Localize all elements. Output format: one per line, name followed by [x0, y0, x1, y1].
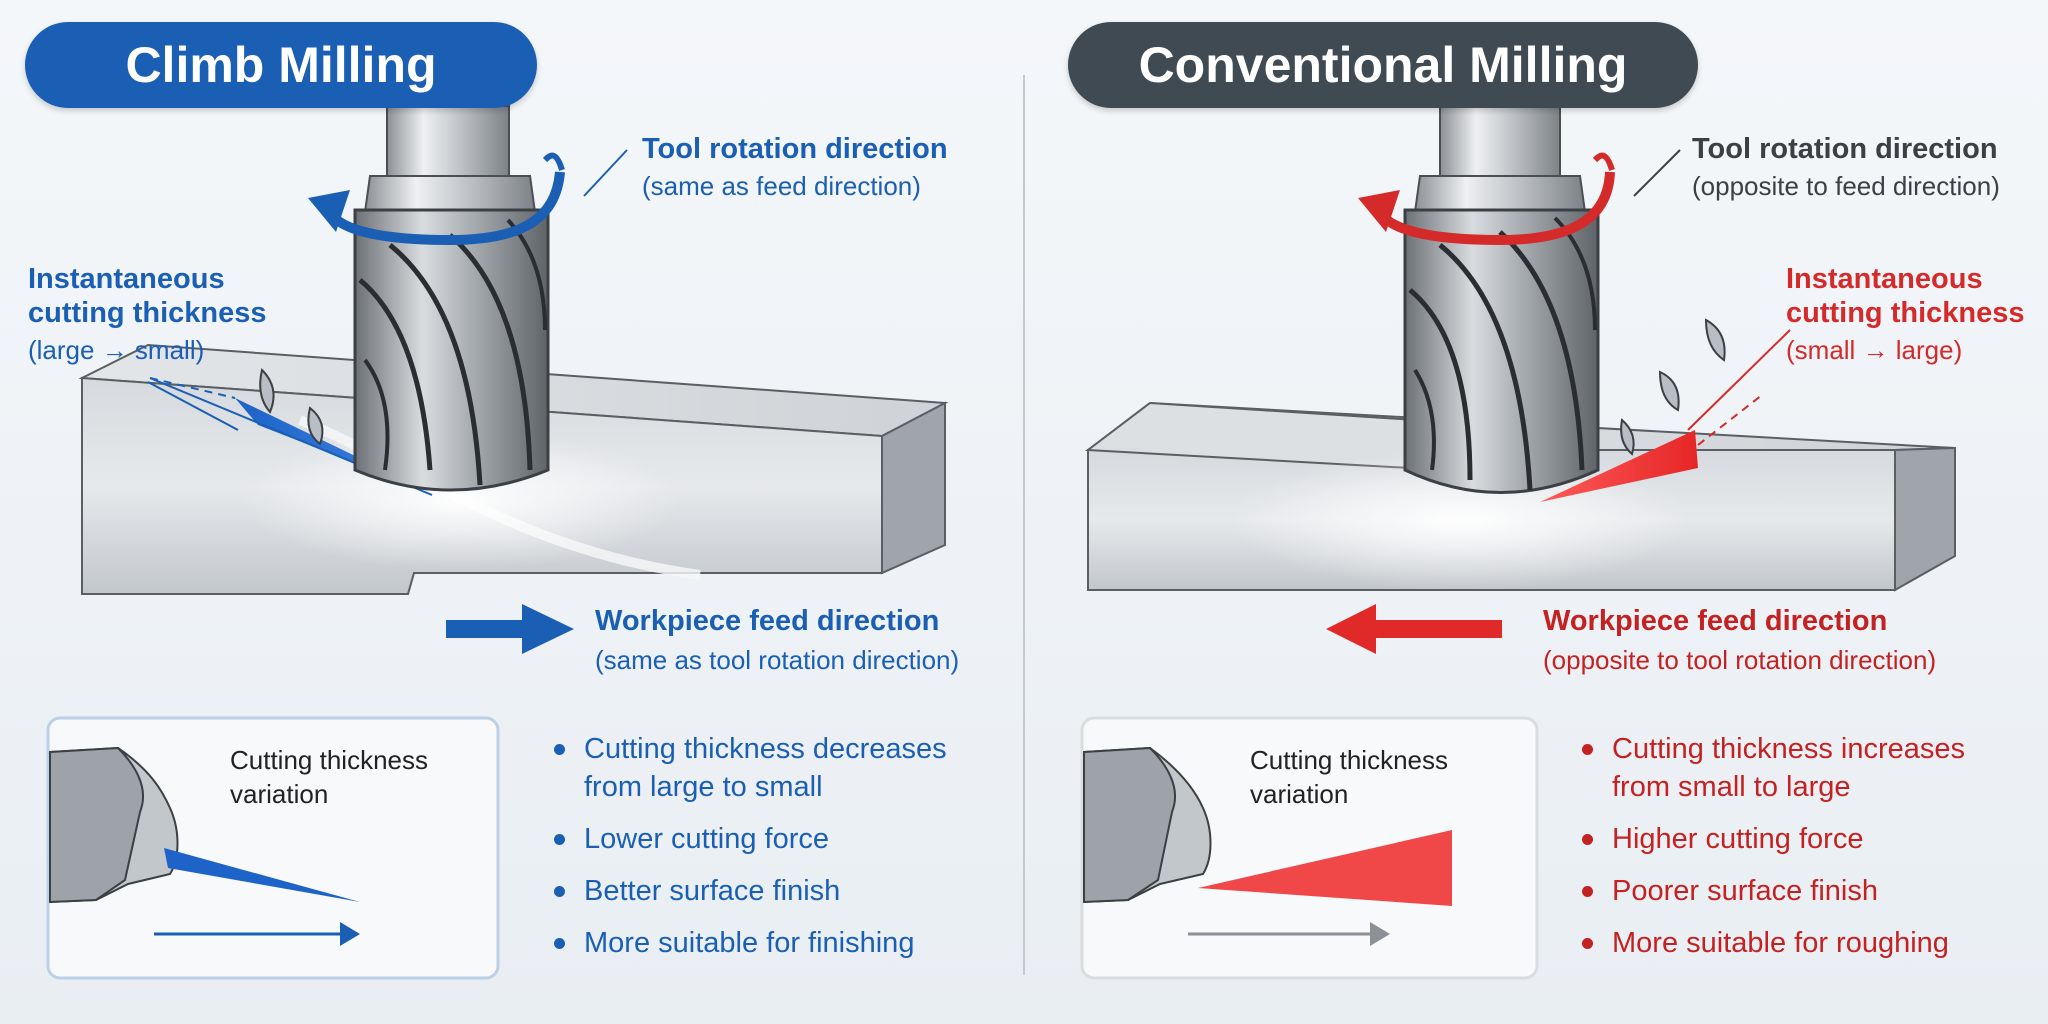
conventional-title-text: Conventional Milling — [1138, 37, 1628, 93]
climb-rotation-arrow — [325, 171, 565, 246]
climb-rotation-sub: (same as feed direction) — [642, 171, 921, 201]
list-item: Higher cutting force — [1580, 820, 1965, 858]
list-item: More suitable for roughing — [1580, 924, 1965, 962]
climb-box-label-line2: variation — [230, 779, 329, 809]
chip-icon — [259, 368, 275, 414]
conventional-rotation-sub: (opposite to feed direction) — [1692, 171, 2000, 201]
conventional-rotation-heading: Tool rotation direction — [1692, 133, 1998, 165]
conventional-feed-heading: Workpiece feed direction — [1543, 605, 1888, 637]
list-item: Poorer surface finish — [1580, 872, 1965, 910]
conventional-thickness-box — [1080, 716, 1539, 980]
conventional-feed-arrow — [1326, 604, 1502, 654]
conventional-box-label-line2: variation — [1250, 779, 1349, 809]
climb-title: Climb Milling — [25, 22, 537, 108]
climb-thickness-sub: (large → small) — [28, 335, 205, 365]
conventional-rotation-leader — [1633, 149, 1681, 197]
list-item: Lower cutting force — [552, 820, 947, 858]
list-item: More suitable for finishing — [552, 924, 947, 962]
conventional-chip-wedge — [1540, 430, 1698, 502]
list-item: Better surface finish — [552, 872, 947, 910]
chip-icon — [1658, 370, 1680, 412]
conventional-thickness-line1: Instantaneous — [1786, 263, 1983, 295]
climb-box-label-line1: Cutting thickness — [230, 745, 428, 775]
climb-rotation-heading: Tool rotation direction — [642, 133, 948, 165]
conventional-rotation-arrow — [1375, 171, 1615, 246]
climb-end-mill — [353, 105, 550, 492]
climb-title-text: Climb Milling — [125, 37, 437, 93]
conventional-title: Conventional Milling — [1068, 22, 1698, 108]
conventional-thickness-sub: (small → large) — [1786, 335, 1963, 365]
climb-feed-heading: Workpiece feed direction — [595, 605, 940, 637]
chip-icon — [1704, 318, 1726, 362]
conventional-thickness-leader — [1687, 329, 1791, 431]
climb-thickness-line1: Instantaneous — [28, 263, 225, 295]
chip-icon — [307, 406, 324, 446]
conventional-end-mill — [1403, 105, 1600, 494]
conventional-feed-sub: (opposite to tool rotation direction) — [1543, 645, 1937, 675]
climb-feed-arrow — [446, 604, 574, 654]
chip-icon — [1620, 418, 1635, 456]
climb-thickness-leader — [147, 381, 239, 431]
conventional-thickness-line2: cutting thickness — [1786, 297, 2025, 329]
climb-thickness-box — [46, 716, 500, 980]
climb-thickness-line2: cutting thickness — [28, 297, 267, 329]
conventional-box-label-line1: Cutting thickness — [1250, 745, 1448, 775]
climb-rotation-leader — [583, 149, 628, 197]
climb-feed-sub: (same as tool rotation direction) — [595, 645, 960, 675]
